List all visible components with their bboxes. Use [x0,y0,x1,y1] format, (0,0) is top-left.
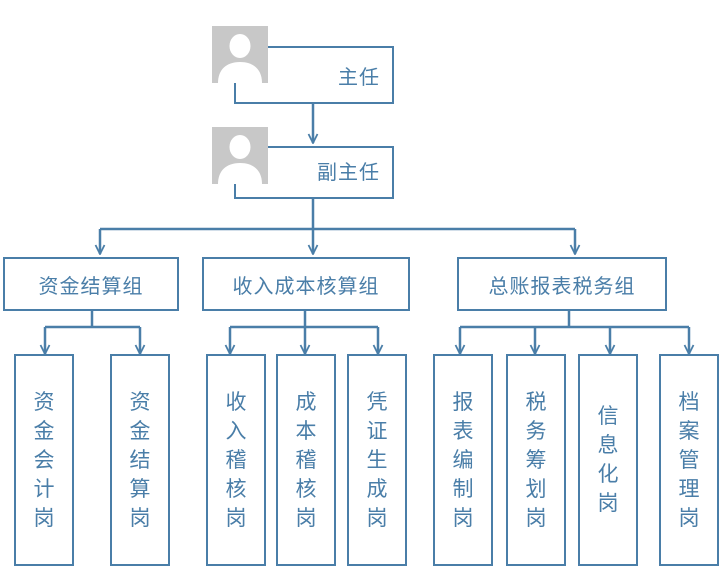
group-box-ledger-reports-tax[interactable]: 总账报表税务组 [457,257,667,311]
post-box-archive-management[interactable]: 档案管理岗 [659,354,719,566]
post-box-tax-planning[interactable]: 税务筹划岗 [506,354,566,566]
post-label: 收入稽核岗 [225,389,247,530]
post-box-funds-settlement[interactable]: 资金结算岗 [110,354,170,566]
post-label: 成本稽核岗 [295,389,317,530]
group-label: 总账报表税务组 [488,273,636,298]
deputy-director-label: 副主任 [317,160,380,184]
group-label: 资金结算组 [38,273,144,298]
post-label: 报表编制岗 [452,389,474,530]
group-box-revenue-cost[interactable]: 收入成本核算组 [202,257,410,311]
user-placeholder-icon [212,26,268,83]
post-box-revenue-audit[interactable]: 收入稽核岗 [206,354,266,566]
post-label: 税务筹划岗 [525,389,547,530]
post-box-funds-accounting[interactable]: 资金会计岗 [14,354,74,566]
post-label: 档案管理岗 [678,389,700,530]
post-box-report-preparation[interactable]: 报表编制岗 [433,354,493,566]
group-label: 收入成本核算组 [232,273,380,298]
post-label: 资金会计岗 [33,389,55,530]
post-label: 信息化岗 [597,404,619,515]
group-box-funds-settlement[interactable]: 资金结算组 [3,257,179,311]
post-box-cost-audit[interactable]: 成本稽核岗 [276,354,336,566]
post-label: 凭证生成岗 [366,389,388,530]
director-label: 主任 [338,65,380,89]
post-label: 资金结算岗 [129,389,151,530]
post-box-informatization[interactable]: 信息化岗 [578,354,638,566]
user-placeholder-icon [212,127,268,184]
post-box-voucher-generation[interactable]: 凭证生成岗 [347,354,407,566]
